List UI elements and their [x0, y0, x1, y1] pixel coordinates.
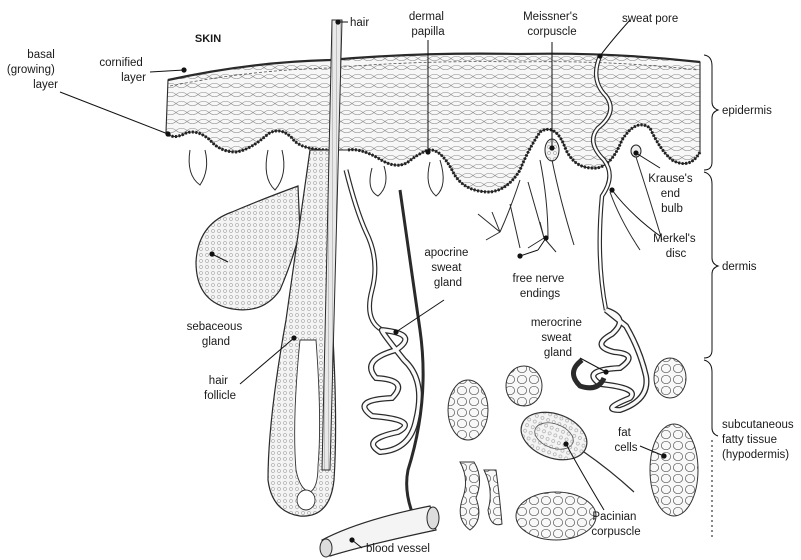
label-sweat-pore: sweat pore	[622, 13, 678, 25]
label-subcutaneous-fatty-tissue: subcutaneous fatty tissue (hypodermis)	[722, 419, 797, 461]
label-dermal-papilla: dermal papilla	[409, 11, 447, 38]
label-hair-follicle: hair follicle	[204, 375, 236, 402]
label-blood-vessel: blood vessel	[366, 543, 430, 555]
label-merkels-disc: Merkel's disc	[653, 233, 699, 260]
label-sebaceous-gland: sebaceous gland	[187, 321, 246, 348]
label-meissners-corpuscle: Meissner's corpuscle	[523, 11, 581, 38]
label-cornified-layer: cornified layer	[99, 57, 146, 84]
apocrine-gland	[346, 170, 423, 512]
label-merocrine-sweat-gland: merocrine sweat gland	[531, 317, 585, 359]
label-krauses-end-bulb: Krause's end bulb	[648, 173, 696, 215]
label-dermis: dermis	[722, 261, 757, 273]
layer-brackets	[704, 55, 718, 540]
label-epidermis: epidermis	[722, 105, 772, 117]
label-hair: hair	[350, 17, 369, 29]
label-fat-cells: fat cells	[614, 427, 637, 454]
label-basal-layer: basal (growing) layer	[7, 49, 58, 91]
label-apocrine-sweat-gland: apocrine sweat gland	[424, 247, 471, 289]
title-skin: SKIN	[195, 33, 221, 45]
sebaceous-gland	[196, 186, 300, 310]
label-pacinian-corpuscle: Pacinian corpuscle	[591, 511, 640, 538]
label-free-nerve-endings: free nerve endings	[513, 273, 568, 300]
epidermis-layer	[166, 54, 700, 192]
